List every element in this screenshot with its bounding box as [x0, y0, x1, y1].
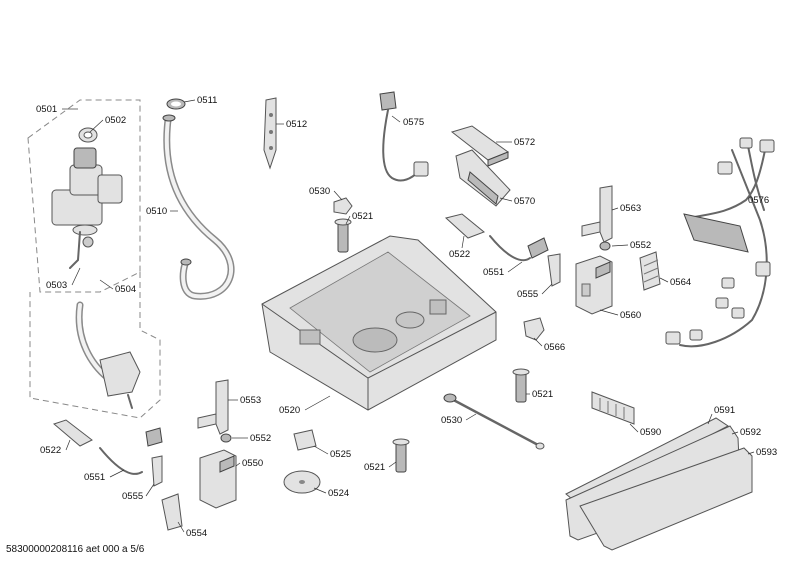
mains-cable: [379, 91, 429, 182]
foot-rail-upper: [444, 213, 485, 239]
label-0560: 0560: [620, 310, 641, 321]
supply-hose-lower: [75, 301, 141, 409]
label-0592: 0592: [740, 427, 761, 438]
adjustable-foot-lower: [392, 438, 410, 473]
label-0504: 0504: [115, 284, 136, 295]
document-id: 58300000208116 aet 000 a 5/6: [6, 544, 145, 555]
label-0570: 0570: [514, 196, 535, 207]
bracket-0555-lower: [151, 455, 163, 487]
valve-wire-connector: [69, 231, 94, 269]
sensor-cable-lower: [99, 427, 163, 475]
drain-hose: [162, 114, 235, 300]
bracket-0553: [197, 379, 229, 435]
label-0591: 0591: [714, 405, 735, 416]
label-0521-lower: 0521: [364, 462, 385, 473]
label-0522-top: 0522: [449, 249, 470, 260]
label-0530-mid: 0530: [441, 415, 462, 426]
adjustable-foot-middle: [512, 368, 530, 403]
label-0521-mid: 0521: [532, 389, 553, 400]
callouts: 0501 0502 0503 0504 0510 0511 0512 0575 …: [36, 95, 777, 539]
grommet-0552-upper: [599, 241, 611, 251]
water-inlet-group-outline: [27, 99, 141, 293]
disc-0524: [283, 470, 321, 494]
hose-holder-clip: [263, 97, 277, 170]
label-0512: 0512: [286, 119, 307, 130]
label-0552-lower: 0552: [250, 433, 271, 444]
label-0502: 0502: [105, 115, 126, 126]
label-0522-lower: 0522: [40, 445, 61, 456]
label-0551-lower: 0551: [84, 472, 105, 483]
label-0525: 0525: [330, 449, 351, 460]
label-0575: 0575: [403, 117, 424, 128]
sensor-0525: [293, 429, 317, 451]
label-0564: 0564: [670, 277, 691, 288]
label-0555-top: 0555: [517, 289, 538, 300]
stud-cap: [333, 197, 353, 215]
label-0563: 0563: [620, 203, 641, 214]
adjusting-rod: [443, 393, 545, 450]
label-0572: 0572: [514, 137, 535, 148]
plinth-panel-0593: [579, 447, 753, 551]
label-0511: 0511: [197, 95, 217, 106]
hose-clamp: [166, 98, 186, 110]
label-0501: 0501: [36, 104, 57, 115]
label-0503: 0503: [46, 280, 67, 291]
bracket-strip-0590: [591, 391, 635, 425]
valve-washer: [78, 127, 98, 143]
mounting-bracket-0560: [575, 255, 613, 315]
terminal-block: [639, 251, 661, 291]
mounting-bracket-0550: [199, 449, 237, 509]
label-0520: 0520: [279, 405, 300, 416]
label-0555-lower: 0555: [122, 491, 143, 502]
label-0593: 0593: [756, 447, 777, 458]
lower-group-outline: [29, 272, 161, 419]
cover-strip: [450, 125, 510, 167]
adjustable-foot-upper: [334, 218, 352, 253]
foot-rail-lower: [52, 419, 93, 447]
label-0566: 0566: [544, 342, 565, 353]
label-0510: 0510: [146, 206, 167, 217]
base-frame: [261, 235, 497, 411]
clip-0554: [161, 493, 183, 531]
grommet-0552-lower: [220, 433, 232, 443]
label-0553: 0553: [240, 395, 261, 406]
clip-0566: [523, 317, 545, 341]
label-0530-top: 0530: [309, 186, 330, 197]
label-0576: 0576: [748, 195, 769, 206]
label-0552-top: 0552: [630, 240, 651, 251]
label-0550: 0550: [242, 458, 263, 469]
cable-harness: [665, 137, 775, 348]
bracket-0563: [581, 185, 613, 243]
water-inlet-valve: [51, 147, 123, 236]
label-0554: 0554: [186, 528, 207, 539]
bracket-0555-upper: [547, 253, 561, 287]
control-panel-insert: [455, 149, 511, 207]
label-0524: 0524: [328, 488, 349, 499]
label-0521-top: 0521: [352, 211, 373, 222]
label-0590: 0590: [640, 427, 661, 438]
sensor-cable-upper: [489, 235, 549, 262]
label-0551-top: 0551: [483, 267, 504, 278]
